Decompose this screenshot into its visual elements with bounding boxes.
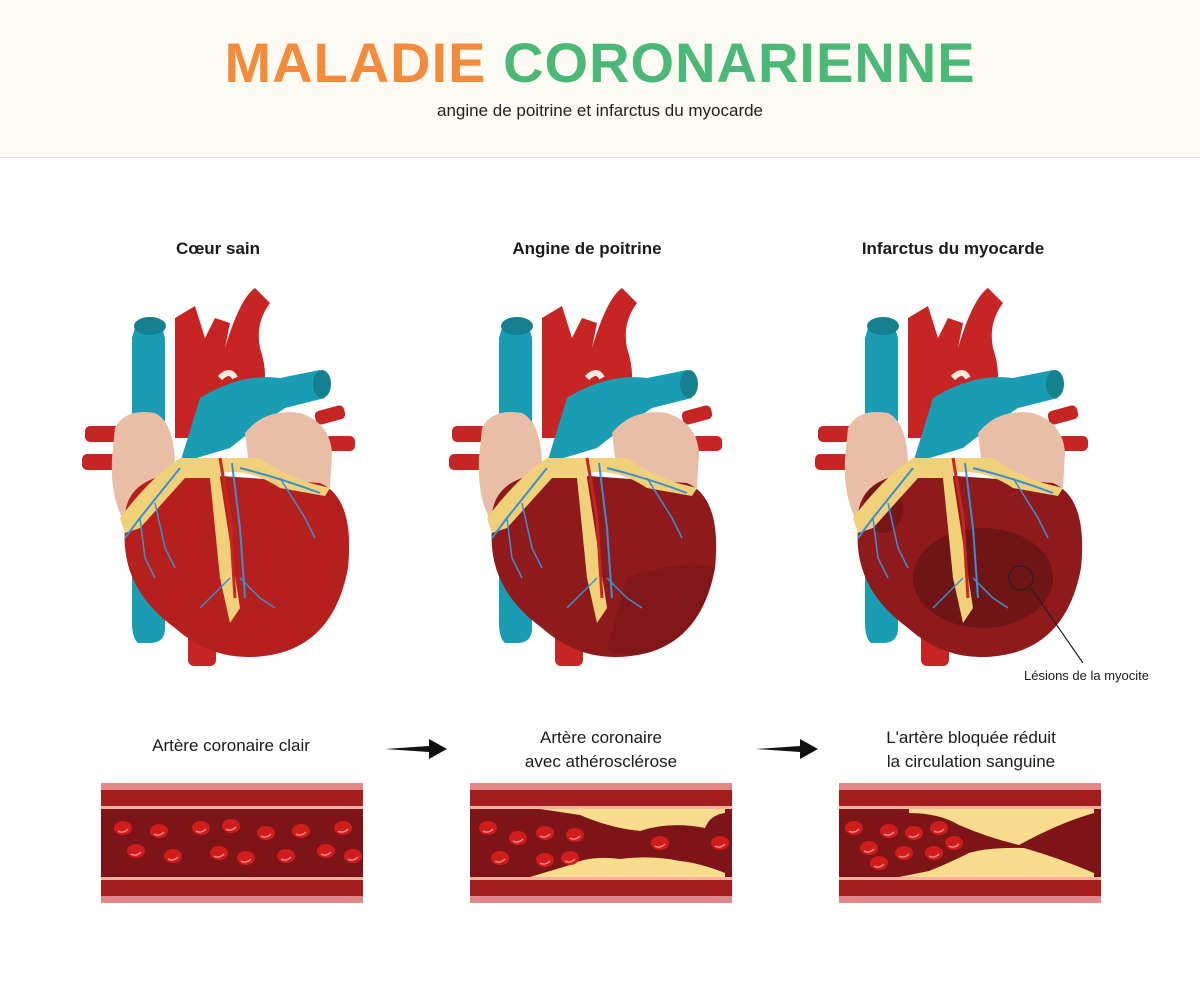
annotation-pointer (1030, 587, 1084, 664)
panel-title-angina: Angine de poitrine (512, 239, 662, 258)
page-title: MALADIE CORONARIENNE (0, 30, 1200, 95)
caption-line: Artère coronaire (540, 728, 662, 747)
lesion-area (913, 528, 1053, 628)
panel-title-infarction: Infarctus du myocarde (861, 239, 1045, 258)
title-word-coronarienne: CORONARIENNE (503, 31, 976, 94)
artery-clear-illustration (101, 783, 363, 903)
caption-line: Artère coronaire clair (152, 736, 310, 755)
caption-line: L'artère bloquée réduit (886, 728, 1056, 747)
caption-clear-artery: Artère coronaire clair (81, 734, 381, 758)
caption-blocked-artery: L'artère bloquée réduit la circulation s… (821, 726, 1121, 774)
artery-blocked-illustration (839, 783, 1101, 903)
lesion-marker-circle (1008, 565, 1034, 591)
title-word-maladie: MALADIE (224, 31, 487, 94)
caption-line: la circulation sanguine (886, 752, 1056, 771)
heart-angina-illustration (447, 278, 727, 668)
arrow-right-icon (756, 739, 818, 759)
lesion-annotation: Lésions de la myocite (1024, 668, 1150, 683)
heart-infarction-illustration (813, 278, 1093, 668)
artery-atherosclerosis-illustration (470, 783, 732, 903)
panel-title-healthy: Cœur sain (175, 239, 261, 258)
arrow-right-icon (385, 739, 447, 759)
caption-line: avec athérosclérose (524, 752, 678, 771)
header: MALADIE CORONARIENNE angine de poitrine … (0, 0, 1200, 158)
page-subtitle: angine de poitrine et infarctus du myoca… (436, 101, 764, 120)
heart-healthy-illustration (80, 278, 360, 668)
caption-atherosclerosis: Artère coronaire avec athérosclérose (451, 726, 751, 774)
